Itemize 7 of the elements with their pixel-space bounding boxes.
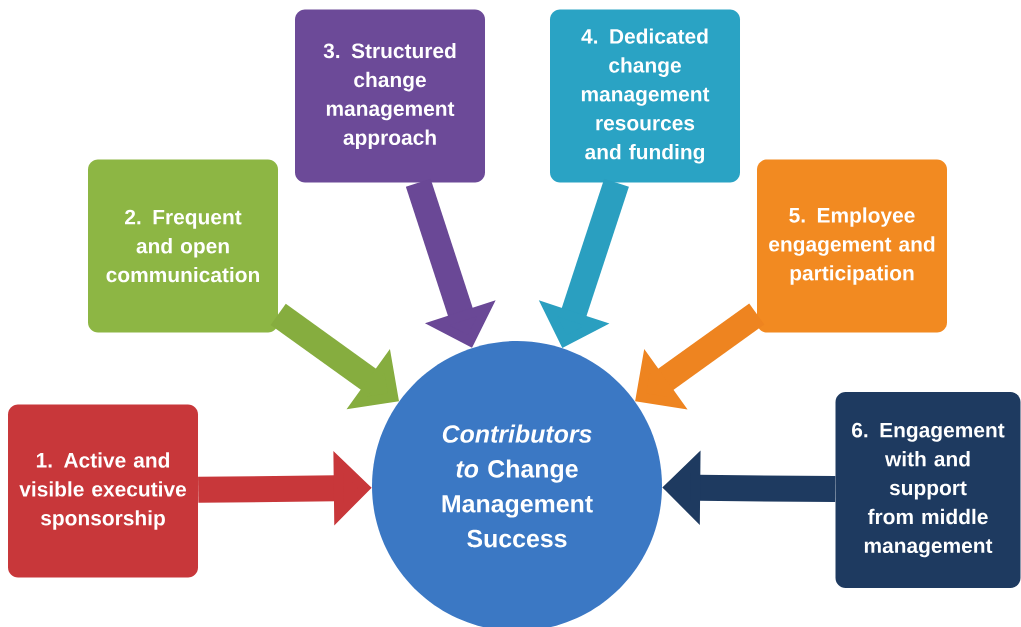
block-arrow [635, 303, 765, 410]
factor-box: 5. Employee engagement and participation [757, 159, 947, 333]
factor-box: 4. Dedicated change management resources and funding [550, 9, 740, 183]
factor-box: 3. Structured change management approach [295, 9, 485, 183]
factor-box: 2. Frequent and open communication [88, 159, 278, 333]
factor-box: 1. Active and visible executive sponsorship [8, 404, 198, 578]
factor-box: 6. Engagement with and support from middle management [835, 392, 1021, 588]
